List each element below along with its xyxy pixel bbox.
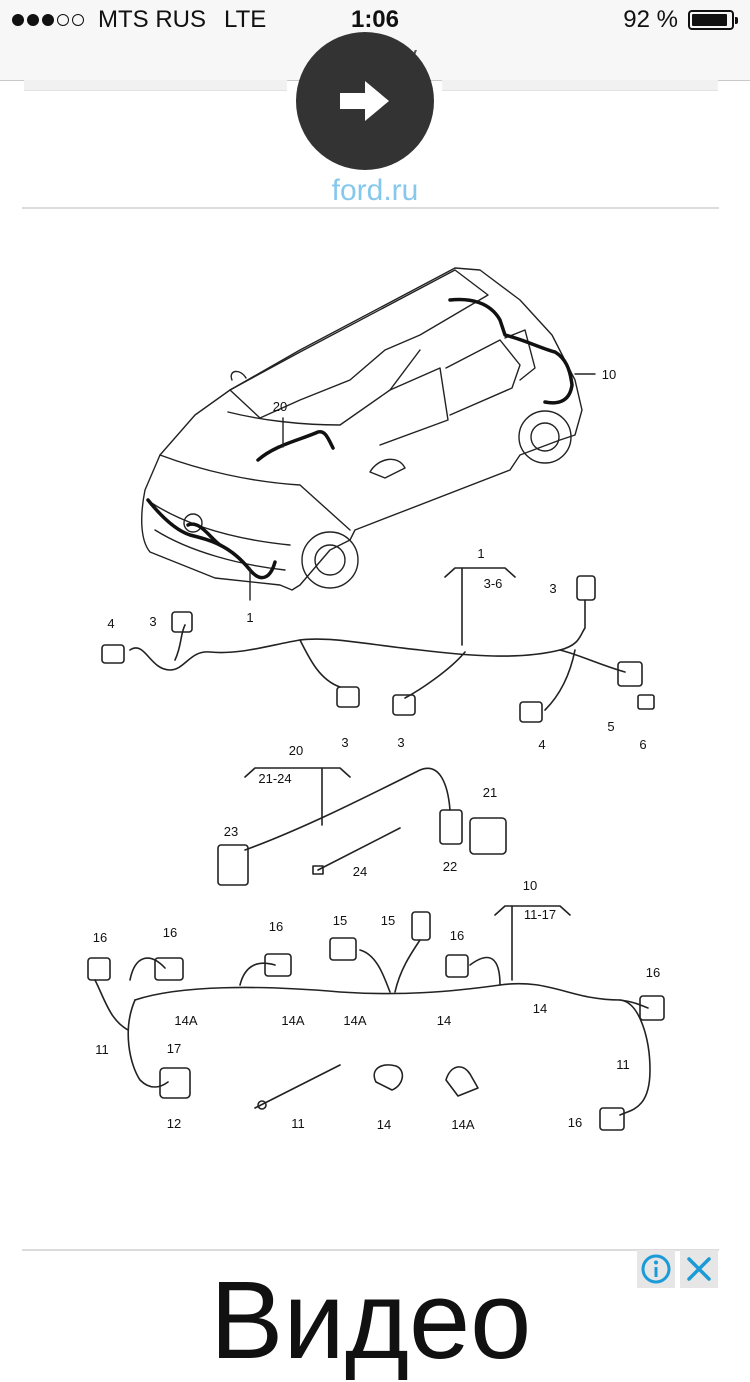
- battery-icon: [688, 10, 738, 30]
- clock: 1:06: [350, 6, 400, 33]
- callout-main-group: 1: [477, 546, 484, 561]
- signal-strength-icon: [12, 14, 84, 26]
- callout-part: 15: [333, 913, 347, 928]
- callout-rear-range: 11-17: [524, 907, 556, 922]
- callout-part: 12: [167, 1116, 181, 1131]
- callout-part: 4: [538, 737, 545, 752]
- callout-part: 16: [568, 1115, 582, 1130]
- callout-part: 21: [483, 785, 497, 800]
- callout-part: 14: [437, 1013, 451, 1028]
- callout-part: 3: [549, 581, 556, 596]
- ad-headline[interactable]: Видео: [210, 1259, 532, 1382]
- callout-part: 16: [93, 930, 107, 945]
- callout-part: 5: [607, 719, 614, 734]
- front-bumper-harness: [101, 567, 655, 723]
- carrier-name: MTS RUS: [98, 6, 206, 33]
- callout-main-range: 3-6: [484, 576, 503, 591]
- car-illustration: [141, 267, 583, 591]
- info-icon: [641, 1254, 671, 1284]
- arrow-right-icon: [340, 81, 389, 121]
- callout-part: 11: [616, 1057, 630, 1072]
- status-left: MTS RUS LTE: [12, 6, 266, 34]
- battery-percent: 92 %: [623, 6, 678, 33]
- callout-front-bumper: 1: [246, 610, 253, 625]
- car-harness: [146, 297, 574, 580]
- callout-part: 11: [291, 1116, 305, 1131]
- share-link[interactable]: ford.ru: [331, 174, 419, 207]
- callout-windshield: 20: [273, 399, 287, 414]
- callout-part: 14: [533, 1001, 547, 1016]
- share-card-edge: [442, 80, 718, 91]
- callout-part: 11: [95, 1042, 109, 1057]
- ad-close-button[interactable]: [680, 1250, 718, 1288]
- wiring-diagram: 10 20 1 1 3-6 20 21-24 10 11-17 3 4 3 3 …: [87, 267, 665, 1132]
- share-card-edge: [24, 80, 287, 91]
- callout-cam-range: 21-24: [258, 771, 291, 786]
- callout-rear-group: 10: [523, 878, 537, 893]
- callout-part: 16: [646, 965, 660, 980]
- status-right: 92 %: [623, 6, 738, 34]
- callout-part: 16: [269, 919, 283, 934]
- callout-part: 15: [381, 913, 395, 928]
- callout-part: 6: [639, 737, 646, 752]
- ad-divider: [22, 1249, 719, 1251]
- camera-harness: [217, 767, 507, 886]
- callout-car-harness: 10: [602, 367, 616, 382]
- callout-part: 14A: [281, 1013, 304, 1028]
- rear-harness: [87, 905, 665, 1131]
- callout-part: 14: [377, 1117, 391, 1132]
- callout-part: 16: [450, 928, 464, 943]
- network-type: LTE: [224, 6, 267, 33]
- callout-part: 22: [443, 859, 457, 874]
- callout-part: 16: [163, 925, 177, 940]
- callout-part: 3: [149, 614, 156, 629]
- callout-part: 14A: [174, 1013, 197, 1028]
- top-divider: [22, 207, 719, 209]
- callout-part: 24: [353, 864, 367, 879]
- callout-part: 3: [341, 735, 348, 750]
- callout-part: 17: [167, 1041, 181, 1056]
- ad-info-button[interactable]: [637, 1250, 675, 1288]
- callout-part: 14A: [451, 1117, 474, 1132]
- callout-part: 23: [224, 824, 238, 839]
- forward-button[interactable]: [296, 32, 434, 170]
- close-icon: [687, 1257, 711, 1281]
- callout-cam-group: 20: [289, 743, 303, 758]
- callout-part: 3: [397, 735, 404, 750]
- callout-part: 4: [107, 616, 114, 631]
- callout-part: 14A: [343, 1013, 366, 1028]
